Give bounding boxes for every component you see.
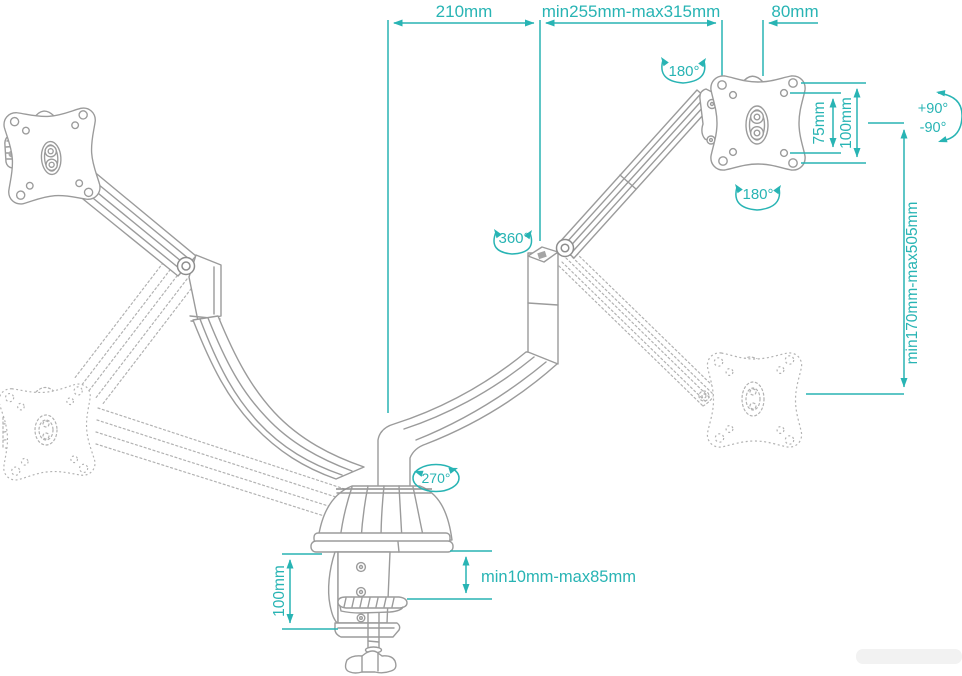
- angle-label-rotate-base: 270°: [422, 470, 451, 486]
- extension-lines: [387, 20, 764, 413]
- angle-label-rotate-arm: 360°: [498, 230, 529, 247]
- center-post: [527, 246, 559, 365]
- vesa-plate-left: [2, 106, 102, 206]
- angle-swivel-top: 180°: [658, 55, 709, 84]
- clamp-spine: [327, 551, 339, 625]
- dimension-annotations: 210mm min255mm-max315mm 80mm 75mm 100mm: [271, 2, 962, 630]
- angle-rotate-base: 270°: [412, 463, 460, 493]
- dim-label-desk-thickness: min10mm-max85mm: [481, 568, 636, 586]
- desk-clamp-base: [310, 485, 454, 674]
- angle-swivel-bottom: 180°: [732, 182, 784, 211]
- dim-desk-thickness: min10mm-max85mm: [407, 550, 636, 600]
- ghost-lowered-arm-lines: [95, 407, 373, 527]
- base-neck: [377, 351, 558, 491]
- ghost-vesa-plate-left: [0, 382, 97, 482]
- dim-label-height-range: min170mm-max505mm: [904, 202, 921, 365]
- dim-vesa-size: 100mm: [801, 82, 866, 164]
- ghost-vesa-plate-right: [706, 352, 803, 448]
- ghost-left-arm: [73, 258, 195, 406]
- left-elbow-joint: [176, 254, 222, 324]
- angle-label-swivel-top: 180°: [668, 63, 699, 80]
- angle-tilt: +90° -90°: [918, 88, 962, 146]
- angle-label-tilt-plus: +90°: [918, 101, 948, 117]
- dim-reach-left: 210mm: [393, 2, 535, 27]
- dim-vesa-pitch: 75mm: [790, 92, 841, 154]
- dim-offset-right: 80mm: [768, 2, 819, 27]
- clamp-screw: [344, 612, 397, 674]
- angle-label-tilt-minus: -90°: [920, 120, 947, 136]
- watermark-smudge: [856, 649, 962, 664]
- dim-clamp-height: 100mm: [271, 553, 338, 630]
- dim-label-vesa-pitch: 75mm: [811, 101, 828, 144]
- dim-label-reach-mid: min255mm-max315mm: [542, 2, 721, 21]
- right-upper-arm: [555, 89, 714, 259]
- ghost-right-arm: [558, 249, 718, 407]
- angle-label-swivel-bottom: 180°: [742, 186, 773, 203]
- dim-reach-mid: min255mm-max315mm: [542, 2, 721, 27]
- dim-label-reach-left: 210mm: [436, 2, 493, 21]
- vesa-plate-right: [710, 75, 806, 171]
- dim-label-offset-right: 80mm: [771, 2, 818, 21]
- dim-height-range: min170mm-max505mm: [806, 122, 921, 395]
- left-lower-arm: [192, 315, 365, 480]
- angle-rotate-arm: 360°: [491, 227, 535, 255]
- ghost-positions: [0, 249, 803, 527]
- dim-label-clamp-height: 100mm: [271, 565, 288, 617]
- dim-label-vesa-size: 100mm: [838, 97, 855, 149]
- clamp-pad: [337, 596, 408, 614]
- clamp-bottom-jaw: [334, 622, 401, 638]
- clamp-wing-nut: [344, 650, 397, 674]
